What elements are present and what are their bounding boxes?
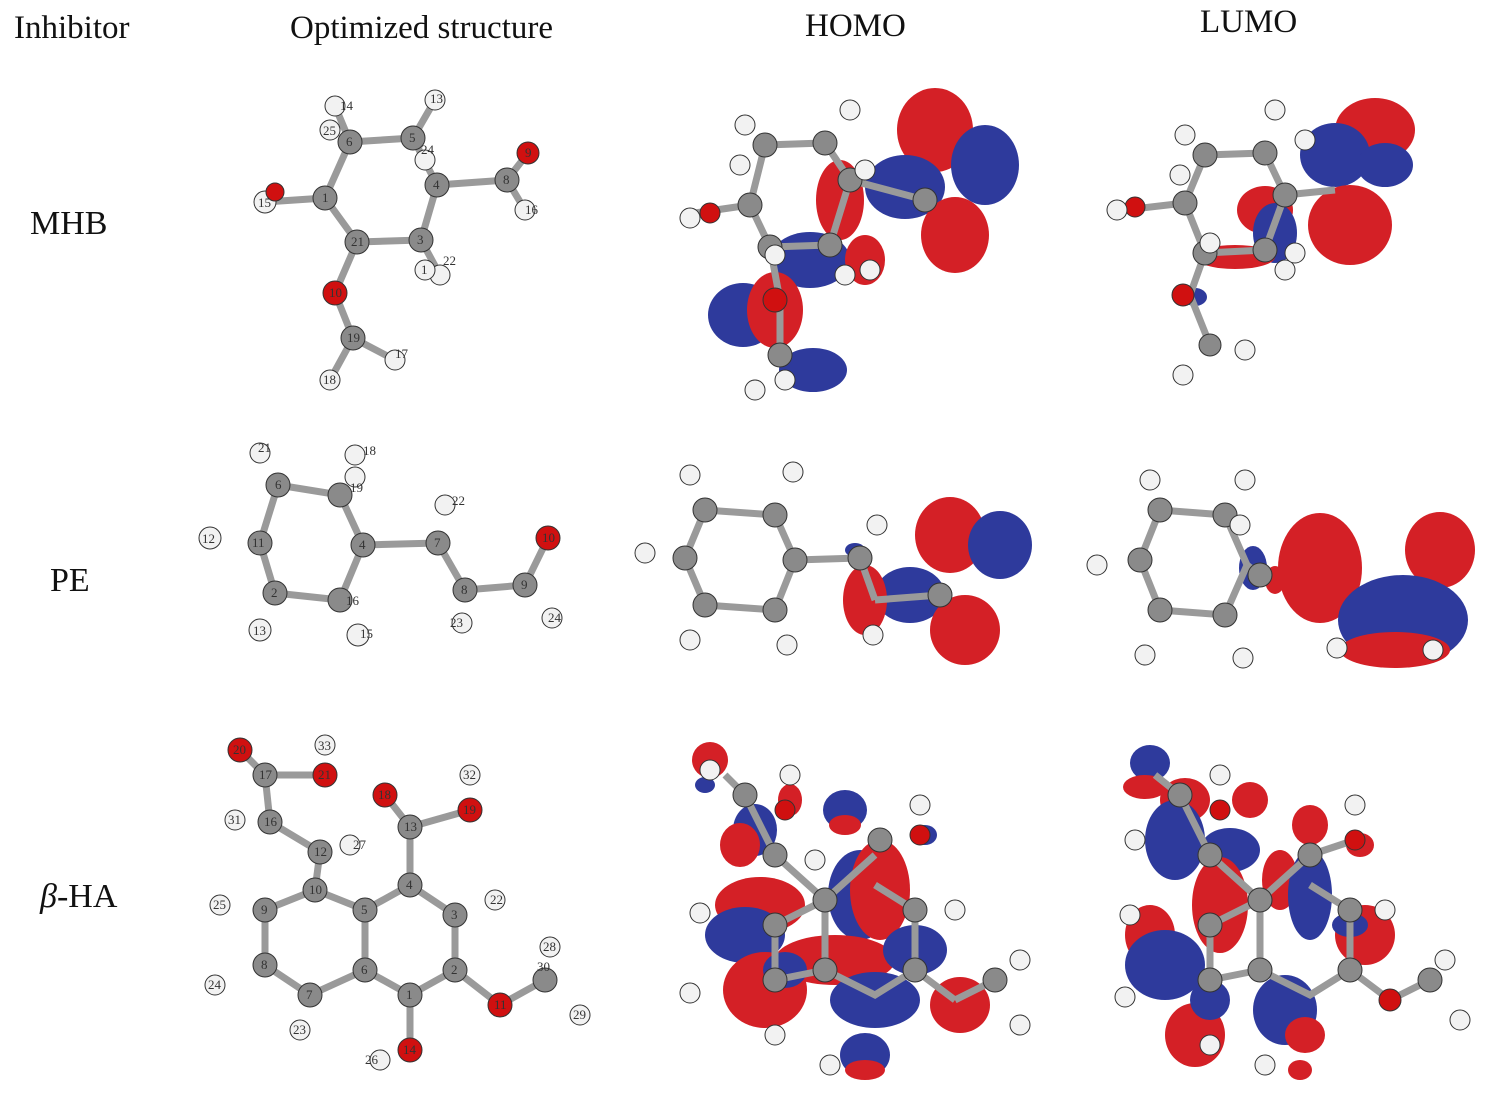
pe-optimized-structure: 21 18 6 19 22 12 11 4 7 10 8 9 2 16 13 1…	[180, 425, 590, 670]
bha-atom-label: 18	[378, 787, 391, 802]
mhb-atom-label: 24	[421, 142, 435, 157]
mhb-atom-label: 13	[430, 91, 443, 106]
pe-atom-label: 13	[253, 623, 266, 638]
mhb-atom-label: 15	[258, 195, 271, 210]
pe-atom-label: 2	[271, 585, 278, 600]
bha-atom-label: 2	[451, 962, 458, 977]
header-optimized-structure: Optimized structure	[290, 10, 554, 46]
pe-atom-label: 15	[360, 626, 373, 641]
pe-atom-label: 6	[275, 477, 282, 492]
bha-atom-label: 25	[213, 897, 226, 912]
bha-atom-label: 11	[494, 997, 507, 1012]
bha-atom-label: 24	[208, 977, 222, 992]
bha-atom-label: 28	[543, 939, 556, 954]
mhb-atom-label: 16	[525, 202, 539, 217]
mhb-optimized-structure: 14 13 25 5 6 24 4 8 9 15 1 16 21 3 22 10…	[225, 80, 605, 410]
pe-atom-label: 23	[450, 615, 463, 630]
row-label-bha-text: -HA	[56, 878, 118, 915]
header-lumo: LUMO	[1200, 4, 1298, 40]
pe-homo-orbital	[625, 450, 1055, 685]
bha-atom-label: 1	[406, 987, 413, 1002]
bha-lumo-orbital	[1100, 735, 1490, 1090]
pe-atom-label: 22	[452, 493, 465, 508]
bha-atom-label: 14	[403, 1042, 417, 1057]
bha-homo-orbital	[665, 735, 1055, 1090]
pe-atom-label: 12	[202, 531, 215, 546]
bha-atom-label: 30	[537, 959, 550, 974]
header-inhibitor: Inhibitor	[14, 10, 130, 46]
row-label-bha-beta: β	[40, 878, 57, 915]
bha-atom-label: 27	[353, 837, 367, 852]
mhb-atom-label: 21	[351, 234, 364, 249]
bha-atom-label: 23	[293, 1022, 306, 1037]
mhb-atom-label: 14	[340, 98, 354, 113]
pe-atom-label: 10	[542, 530, 555, 545]
bha-atom-label: 20	[233, 742, 246, 757]
bha-atom-label: 12	[314, 844, 327, 859]
bha-atom-label: 22	[490, 892, 503, 907]
pe-atom-label: 11	[252, 535, 265, 550]
mhb-lumo-orbital	[1095, 85, 1430, 395]
bha-atom-label: 26	[365, 1052, 379, 1067]
mhb-homo-orbital	[665, 85, 1055, 415]
mhb-atom-label: 3	[417, 232, 424, 247]
bha-optimized-structure: 20 33 17 21 18 32 31 16 13 19 12 27 10 4…	[185, 725, 605, 1085]
row-label-bha: β-HA	[40, 878, 117, 916]
pe-atom-label: 4	[359, 537, 366, 552]
mhb-atom-label: 18	[323, 372, 336, 387]
mhb-atom-label: 1	[322, 190, 329, 205]
bha-atom-label: 7	[306, 987, 313, 1002]
row-label-pe-text: PE	[50, 562, 90, 599]
bha-atom-label: 21	[318, 767, 331, 782]
bha-atom-label: 17	[259, 767, 273, 782]
mhb-atom-label: 9	[525, 145, 532, 160]
bha-atom-label: 29	[573, 1007, 586, 1022]
bha-atom-label: 8	[261, 957, 268, 972]
bha-atom-label: 6	[361, 962, 368, 977]
pe-atom-label: 9	[521, 577, 528, 592]
pe-atom-label: 7	[434, 535, 441, 550]
pe-atom-label: 21	[258, 440, 271, 455]
mhb-atom-label: 6	[346, 134, 353, 149]
pe-atom-label: 16	[346, 593, 360, 608]
header-homo: HOMO	[805, 8, 906, 44]
mhb-atom-label: 8	[503, 172, 510, 187]
row-label-mhb: MHB	[30, 205, 107, 243]
pe-atom-label: 8	[461, 582, 468, 597]
bha-atom-label: 5	[361, 902, 368, 917]
bha-atom-label: 13	[404, 819, 417, 834]
row-label-pe: PE	[50, 562, 90, 600]
mhb-atom-label: 1	[421, 262, 428, 277]
row-label-mhb-text: MHB	[30, 205, 108, 242]
bha-atom-label: 10	[309, 882, 322, 897]
pe-atom-label: 19	[350, 480, 363, 495]
bha-atom-label: 33	[318, 738, 331, 753]
bha-atom-label: 31	[228, 812, 241, 827]
mhb-atom-label: 19	[347, 330, 360, 345]
pe-lumo-orbital	[1075, 450, 1485, 685]
bha-atom-label: 3	[451, 907, 458, 922]
mhb-atom-label: 25	[323, 123, 336, 138]
mhb-atom-label: 17	[395, 346, 409, 361]
mhb-atom-label: 4	[433, 177, 440, 192]
mhb-atom-label: 5	[409, 130, 416, 145]
bha-atom-label: 4	[406, 877, 413, 892]
pe-atom-label: 18	[363, 443, 376, 458]
bha-atom-label: 32	[463, 767, 476, 782]
mhb-atom-label: 10	[329, 285, 342, 300]
pe-atom-label: 24	[548, 610, 562, 625]
bha-atom-label: 19	[463, 802, 476, 817]
bha-atom-label: 9	[261, 902, 268, 917]
bha-atom-label: 16	[264, 814, 278, 829]
mhb-atom-label: 22	[443, 253, 456, 268]
